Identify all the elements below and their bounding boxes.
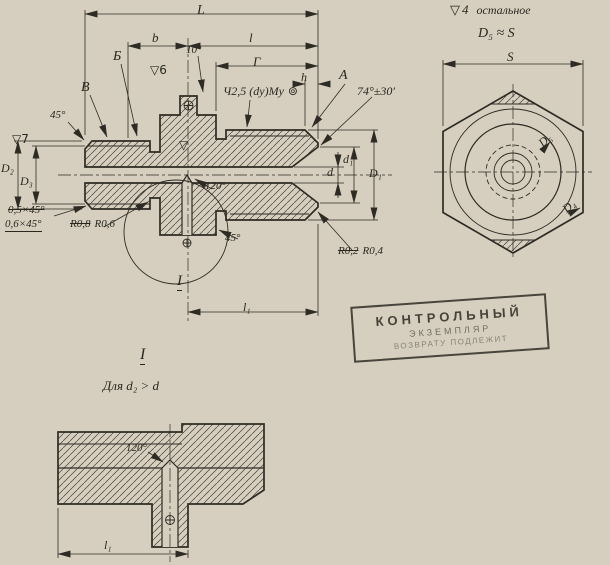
roughness-icon: ▽ (450, 3, 460, 18)
part-section-lower (84, 182, 319, 236)
angle-120-label: 120° (205, 180, 226, 192)
dia-d-label: d (327, 165, 333, 179)
finish-value: 4 (462, 2, 469, 17)
detail-ref-label: I (177, 273, 182, 291)
chamfer-old-note: 0,5×45° (8, 204, 45, 216)
detail-angle-120-label: 120° (126, 442, 147, 454)
roughness-7-icon: ▽7 (12, 132, 29, 146)
dia-D3-label: D₃ (20, 174, 33, 188)
angle-10-label: 10° (186, 44, 202, 56)
thread-lines (88, 135, 309, 215)
main-view-dimensions (14, 10, 378, 316)
detail-dim-l1-label: l₁ (104, 538, 112, 552)
detail-view-linework (57, 423, 265, 562)
view-A-label: А (339, 68, 348, 83)
view-V-label: В (81, 80, 90, 95)
detail-section (57, 423, 265, 548)
dim-b-label: b (152, 30, 159, 45)
radius-left-old: R0,8 (70, 218, 91, 230)
dim-L-label: L (197, 3, 205, 18)
finish-text: остальное (476, 3, 531, 17)
d5-approx-note: D₅ ≈ S (478, 26, 515, 41)
chamfer-45-bottom-label: 45° (225, 232, 241, 244)
thread-note-text: Ч2,5 (dу)Мy (223, 84, 284, 98)
main-view-linework (58, 38, 392, 322)
dim-l-label: l (249, 30, 253, 45)
thread-note-label: Ч2,5 (dу)Мy⊚ (223, 85, 298, 97)
radius-left-new: R0,6 (94, 218, 115, 230)
chamfer-new-note: 0,6×45° (5, 218, 42, 232)
part-section-upper (84, 95, 319, 168)
dia-D1-label: D₁ (369, 166, 382, 180)
dim-h-label: h (301, 70, 307, 84)
face-roughness-icon: ▽ (179, 138, 189, 152)
dim-G-label: Г (253, 54, 261, 69)
dim-S-label: S (507, 49, 514, 64)
roughness-6-icon: ▽6 (150, 63, 167, 77)
general-finish-note: ▽4 остальное (450, 3, 531, 17)
detail-title: I (140, 346, 146, 365)
end-view-linework (434, 60, 592, 260)
radius-right-new: R0,4 (362, 245, 383, 257)
dia-D2-label: D₂ (1, 161, 14, 175)
detail-condition-note: Для d₂ > d (103, 378, 160, 393)
view-B-label: Б (113, 49, 122, 64)
cone-angle-label: 74°±30′ (357, 84, 396, 98)
chamfer-corner-top (488, 90, 538, 105)
chamfer-45-top-label: 45° (50, 109, 66, 121)
cross-hole (182, 182, 192, 235)
dim-l1-label: l₁ (243, 300, 251, 314)
dia-d1-label: d₁ (343, 152, 354, 166)
radius-right-old: R0,2 (338, 245, 359, 257)
encircled-mark-icon: ⊚ (287, 84, 298, 98)
